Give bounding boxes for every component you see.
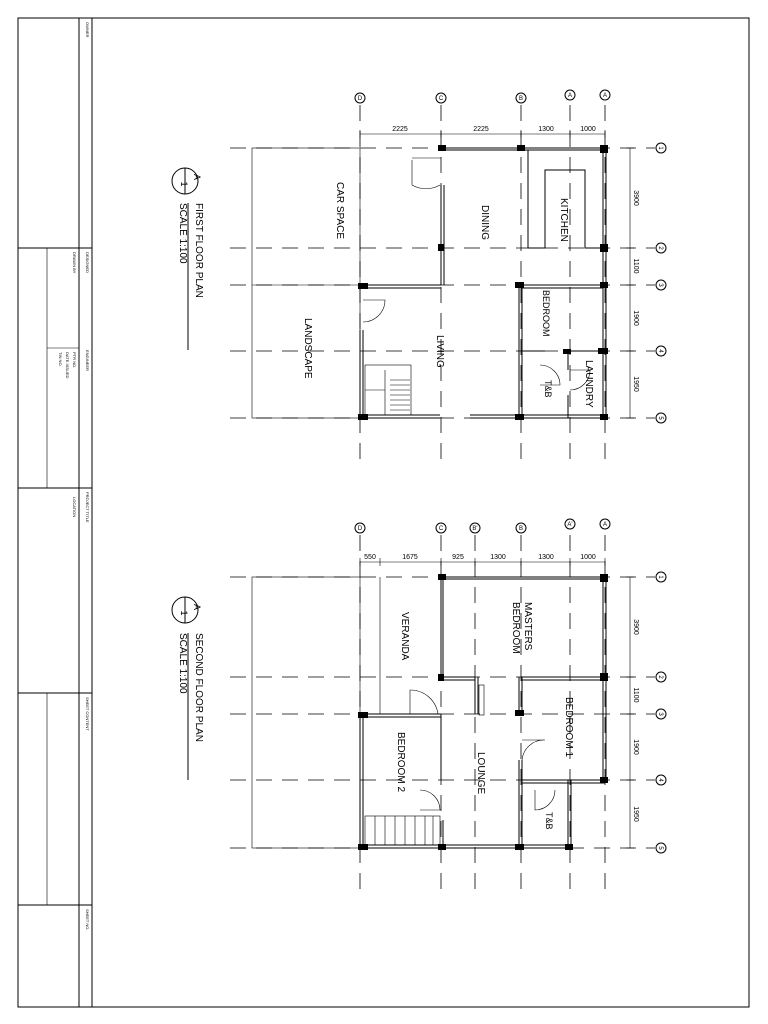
second-floor-doors <box>409 590 556 811</box>
dim2-top-2: 1675 <box>402 554 418 561</box>
room-car-space: CAR SPACE <box>334 182 345 239</box>
dim-side-3: 1900 <box>632 310 639 326</box>
first-floor-stair <box>364 364 412 416</box>
dim2-top-1: 550 <box>364 554 376 561</box>
first-floor-grid-letter-bubbles: D C B A A <box>354 89 611 104</box>
room-masters-line2: BEDROOM <box>510 602 521 654</box>
room-lounge: LOUNGE <box>475 752 486 795</box>
grid2-letter-c: C <box>439 526 444 532</box>
grid2-number-1: 1 <box>657 575 663 579</box>
second-floor-room-labels: VERANDA MASTERS BEDROOM BEDROOM 1 BEDROO… <box>395 602 574 830</box>
first-floor-doors <box>362 157 591 391</box>
grid-number-2: 2 <box>657 246 663 250</box>
location-label: LOCATION <box>72 497 77 517</box>
room-kitchen: KITCHEN <box>558 198 569 242</box>
dim-top-1: 2225 <box>392 126 408 133</box>
dim-top-2: 2225 <box>473 126 489 133</box>
room-masters-line1: MASTERS <box>522 602 533 651</box>
second-floor-columns <box>358 574 608 850</box>
first-floor-top-dimensions: 2225 2225 1300 1000 <box>359 126 606 138</box>
date-issued-label: DATE ISSUED <box>65 352 70 378</box>
grid2-number-3: 3 <box>657 712 663 716</box>
room-bedroom-2: BEDROOM 2 <box>395 732 406 792</box>
room-veranda: VERANDA <box>399 612 410 661</box>
dim-top-3: 1300 <box>538 126 554 133</box>
room-tb: T&B <box>543 380 553 398</box>
grid2-letter-b-prime: B' <box>472 526 477 532</box>
first-floor-columns <box>358 145 608 420</box>
second-floor-marker-letter: A <box>192 604 202 610</box>
engineer-label: ENGINEER <box>85 350 90 371</box>
first-floor-walls <box>359 147 607 419</box>
dim2-top-4: 1300 <box>490 554 506 561</box>
grid2-number-5: 5 <box>657 846 663 850</box>
first-floor-room-labels: CAR SPACE DINING KITCHEN LANDSCAPE LIVIN… <box>302 182 594 408</box>
second-floor-lot-area <box>251 576 361 849</box>
grid-number-1: 1 <box>657 146 663 150</box>
first-floor-marker-number: 1 <box>179 181 189 186</box>
grid-letter-a: A <box>603 93 607 99</box>
grid2-letter-d: D <box>358 526 363 532</box>
grid-number-5: 5 <box>657 416 663 420</box>
first-floor-title: FIRST FLOOR PLAN <box>193 203 204 298</box>
grid2-number-4: 4 <box>657 778 663 782</box>
grid2-letter-a: A <box>603 522 607 528</box>
grid-letter-b: B <box>519 96 523 102</box>
room-bedroom-1: BEDROOM 1 <box>563 697 574 757</box>
second-floor-grid-number-bubbles: 1 2 3 4 5 <box>655 571 667 854</box>
first-floor-grid-number-bubbles: 1 2 3 4 5 <box>655 142 667 424</box>
second-floor-marker-number: 1 <box>179 610 189 615</box>
designed-label: DESIGNED <box>85 252 90 273</box>
room-landscape: LANDSCAPE <box>302 318 313 379</box>
first-floor-title-marker: A 1 FIRST FLOOR PLAN SCALE 1:100 <box>171 167 204 350</box>
second-floor-title: SECOND FLOOR PLAN <box>193 633 204 742</box>
grid-number-3: 3 <box>657 283 663 287</box>
dim2-top-5: 1300 <box>538 554 554 561</box>
dim-side-4: 1950 <box>632 376 639 392</box>
grid2-letter-b: B <box>519 526 523 532</box>
second-floor-plan: A 1 SECOND FLOOR PLAN SCALE 1:100 <box>171 518 667 895</box>
sheet-no-label: SHEET NO. <box>85 909 90 931</box>
kitchen-counter <box>527 150 600 249</box>
first-floor-plan: A 1 FIRST FLOOR PLAN SCALE 1:100 <box>171 89 667 465</box>
grid2-number-2: 2 <box>657 675 663 679</box>
dim2-side-2: 1100 <box>632 687 639 702</box>
first-floor-scale: SCALE 1:100 <box>177 203 188 264</box>
drawn-by-label: DRAWN BY <box>72 252 77 274</box>
second-floor-grid-letter-bubbles: D C B' B A' A <box>354 518 611 534</box>
first-floor-side-dimensions: 3900 1100 1900 1950 <box>626 147 639 419</box>
grid-letter-a-prime: A <box>568 93 572 99</box>
second-floor-stair <box>364 815 441 846</box>
dim-side-1: 3900 <box>632 190 639 206</box>
second-floor-top-dimensions: 550 1675 925 1300 1300 1000 <box>359 554 606 566</box>
title-block: OWNER DESIGNED ENGINEER DRAWN BY PTR NO.… <box>18 18 93 1007</box>
first-floor-marker-letter: A <box>192 174 202 180</box>
second-floor-scale: SCALE 1:100 <box>177 633 188 694</box>
dim2-top-6: 1000 <box>580 554 596 561</box>
room-laundry: LAUNDRY <box>583 360 594 408</box>
grid-number-4: 4 <box>657 349 663 353</box>
grid-letter-d: D <box>358 96 363 102</box>
ptr-no-label: PTR NO. <box>72 352 77 368</box>
second-floor-side-dimensions: 3900 1100 1900 1950 <box>626 576 639 849</box>
sheet-content-label: SHEET CONTENT <box>85 697 90 731</box>
dim2-side-4: 1950 <box>632 806 639 822</box>
tin-no-label: TIN NO. <box>58 352 63 367</box>
dim2-side-1: 3900 <box>632 619 639 635</box>
dim2-side-3: 1900 <box>632 739 639 755</box>
second-floor-title-marker: A 1 SECOND FLOOR PLAN SCALE 1:100 <box>171 596 204 780</box>
dim-top-4: 1000 <box>580 126 596 133</box>
grid-letter-c: C <box>439 96 444 102</box>
sheet-border <box>17 17 750 1008</box>
owner-label: OWNER <box>85 22 90 37</box>
room-tb-2: T&B <box>544 812 554 830</box>
room-bedroom: BEDROOM <box>541 290 551 337</box>
dim-side-2: 1100 <box>632 258 639 273</box>
dim2-top-3: 925 <box>452 554 464 561</box>
project-title-label: PROJECT TITLE <box>85 492 90 523</box>
room-dining: DINING <box>479 205 490 240</box>
grid2-letter-a-prime: A' <box>567 522 572 528</box>
room-living: LIVING <box>434 335 445 368</box>
